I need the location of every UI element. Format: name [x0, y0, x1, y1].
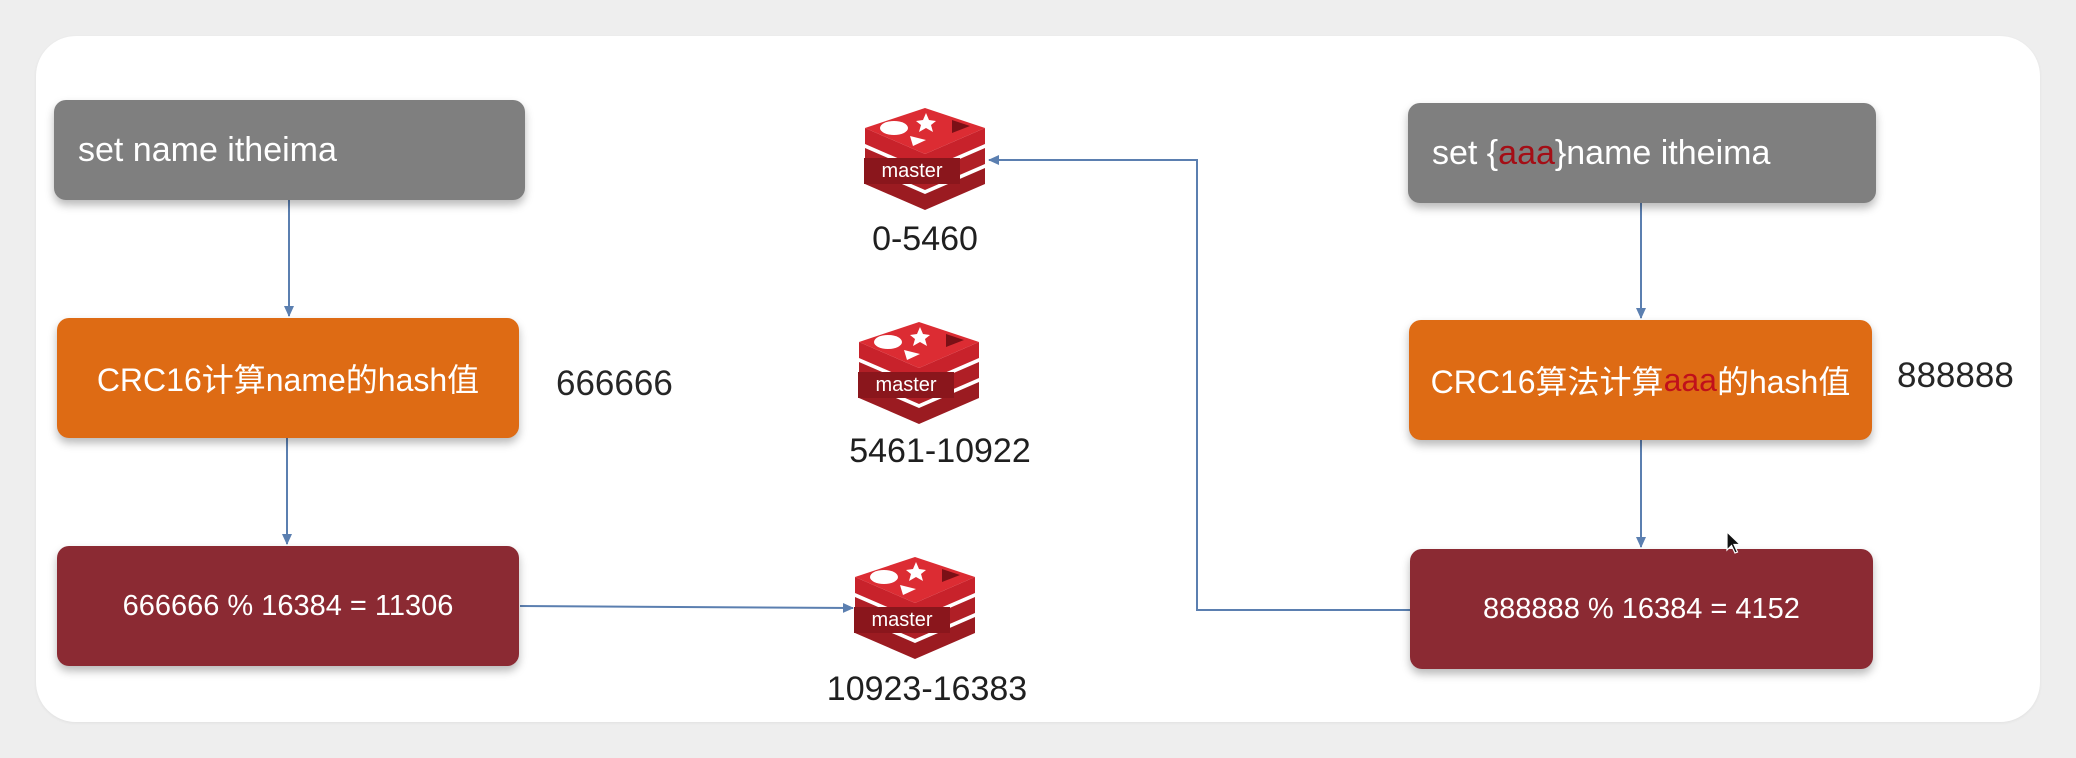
right-compute-key: aaa	[1663, 361, 1717, 398]
arrow-left-modulo-to-node3	[519, 602, 854, 613]
redis-master-node-1: master	[860, 106, 990, 216]
right-modulo-text: 888888 % 16384 = 4152	[1483, 592, 1800, 625]
cursor-icon	[1726, 531, 1742, 554]
node-2-range: 5461-10922	[849, 432, 1031, 470]
node-3-range: 10923-16383	[826, 670, 1028, 708]
redis-master-node-2: master	[854, 320, 984, 430]
right-hash-value: 888888	[1897, 356, 2014, 395]
right-compute-suffix: 的hash值	[1716, 364, 1851, 400]
left-command-box: set name itheima	[54, 100, 525, 200]
node-1-label: master	[881, 160, 942, 182]
redis-master-icon: master	[864, 108, 985, 210]
right-command-prefix: set {	[1432, 133, 1499, 172]
right-modulo-box: 888888 % 16384 = 4152	[1410, 549, 1873, 669]
right-command-key: aaa	[1498, 133, 1555, 172]
redis-master-icon: master	[858, 322, 979, 424]
node-1-range: 0-5460	[872, 220, 978, 258]
left-hash-value: 666666	[556, 364, 673, 403]
node-2-label: master	[875, 374, 936, 396]
left-modulo-text: 666666 % 16384 = 11306	[122, 589, 454, 622]
left-compute-text: CRC16计算name的hash值	[96, 362, 480, 398]
redis-master-node-3: master	[850, 555, 980, 665]
left-modulo-box: 666666 % 16384 = 11306	[57, 546, 519, 666]
left-compute-box: CRC16计算name的hash值	[57, 318, 519, 438]
redis-master-icon: master	[854, 557, 975, 659]
right-command-box: set {aaa}name itheima	[1408, 103, 1876, 203]
node-3-label: master	[871, 609, 932, 631]
left-command-text: set name itheima	[78, 130, 337, 169]
right-compute-prefix: CRC16算法计算	[1430, 364, 1664, 400]
right-command-suffix: }name itheima	[1554, 133, 1771, 172]
arrow-right-modulo-to-node1	[988, 155, 1410, 611]
